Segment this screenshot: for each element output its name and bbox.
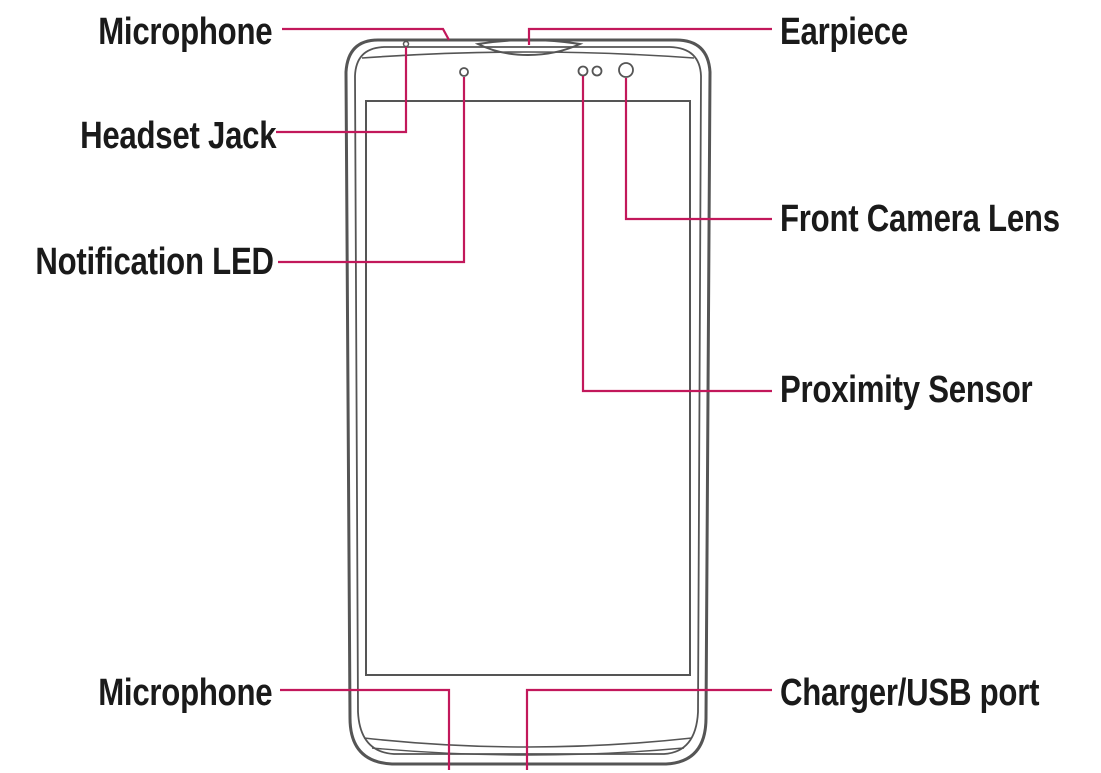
phone-outer-outline	[344, 38, 712, 766]
label-notification-led: Notification LED	[35, 241, 275, 283]
label-front-camera-lens: Front Camera Lens	[780, 198, 1060, 240]
earpiece-slot	[474, 39, 584, 57]
screen	[365, 100, 691, 676]
front-camera-icon	[618, 62, 634, 78]
callout-line-microphone-bottom	[280, 688, 451, 770]
callout-line-notification-led	[278, 77, 466, 264]
callout-line-front-camera	[624, 78, 772, 221]
label-microphone-bottom: Microphone	[97, 672, 272, 714]
callout-line-proximity-sensor	[581, 76, 772, 393]
label-headset-jack: Headset Jack	[79, 115, 277, 157]
callout-lines	[276, 27, 772, 770]
label-proximity-sensor: Proximity Sensor	[780, 369, 1033, 411]
label-charger-usb-port: Charger/USB port	[780, 672, 1040, 714]
callout-line-microphone-top	[282, 27, 450, 41]
notification-led-icon	[459, 67, 469, 77]
callout-line-earpiece	[527, 27, 772, 45]
callout-line-charger	[525, 688, 772, 770]
proximity-sensor-icon	[577, 65, 589, 77]
headset-jack-icon	[402, 40, 410, 48]
phone-inner-outline	[354, 46, 702, 755]
phone-body	[344, 38, 712, 766]
label-earpiece: Earpiece	[780, 11, 908, 53]
label-microphone-top: Microphone	[97, 11, 272, 53]
callout-line-headset-jack	[276, 47, 408, 134]
light-sensor-icon	[591, 65, 603, 77]
